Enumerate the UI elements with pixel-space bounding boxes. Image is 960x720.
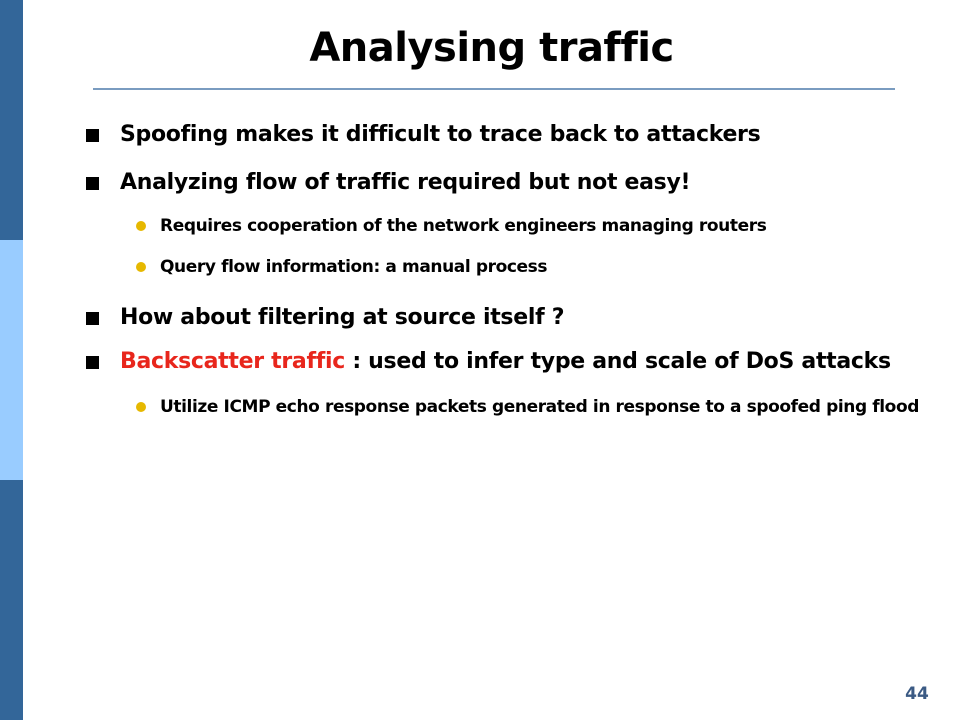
slide-title: Analysing traffic: [309, 25, 674, 71]
bullet-item-level-1: Spoofing makes it difficult to trace bac…: [86, 120, 926, 150]
bullet-text: Utilize ICMP echo response packets gener…: [160, 397, 920, 417]
highlighted-term: Backscatter traffic: [120, 349, 345, 374]
round-bullet-icon: [136, 221, 146, 231]
bullet-text: Requires cooperation of the network engi…: [160, 216, 767, 236]
square-bullet-icon: [86, 129, 99, 142]
bullet-list: Spoofing makes it difficult to trace bac…: [86, 118, 926, 420]
bullet-text: Analyzing flow of traffic required but n…: [120, 170, 691, 195]
title-underline: [93, 88, 895, 90]
side-bar-segment-middle: [0, 240, 23, 480]
side-accent-bar: [0, 0, 23, 720]
page-number: 44: [905, 684, 929, 704]
side-bar-segment-bottom: [0, 480, 23, 720]
bullet-item-level-2: Query flow information: a manual process: [86, 254, 926, 280]
round-bullet-icon: [136, 262, 146, 272]
side-bar-segment-top: [0, 0, 23, 240]
bullet-item-level-1: Backscatter traffic : used to infer type…: [86, 347, 926, 377]
bullet-item-level-2: Requires cooperation of the network engi…: [86, 213, 926, 239]
round-bullet-icon: [136, 402, 146, 412]
bullet-text: Spoofing makes it difficult to trace bac…: [120, 122, 761, 147]
bullet-text: How about filtering at source itself ?: [120, 305, 565, 330]
bullet-item-level-2: Utilize ICMP echo response packets gener…: [86, 394, 926, 420]
square-bullet-icon: [86, 312, 99, 325]
bullet-text: Query flow information: a manual process: [160, 257, 548, 277]
bullet-text: : used to infer type and scale of DoS at…: [344, 349, 891, 374]
bullet-item-level-1: How about filtering at source itself ?: [86, 303, 926, 333]
square-bullet-icon: [86, 356, 99, 369]
square-bullet-icon: [86, 177, 99, 190]
bullet-item-level-1: Analyzing flow of traffic required but n…: [86, 168, 926, 198]
